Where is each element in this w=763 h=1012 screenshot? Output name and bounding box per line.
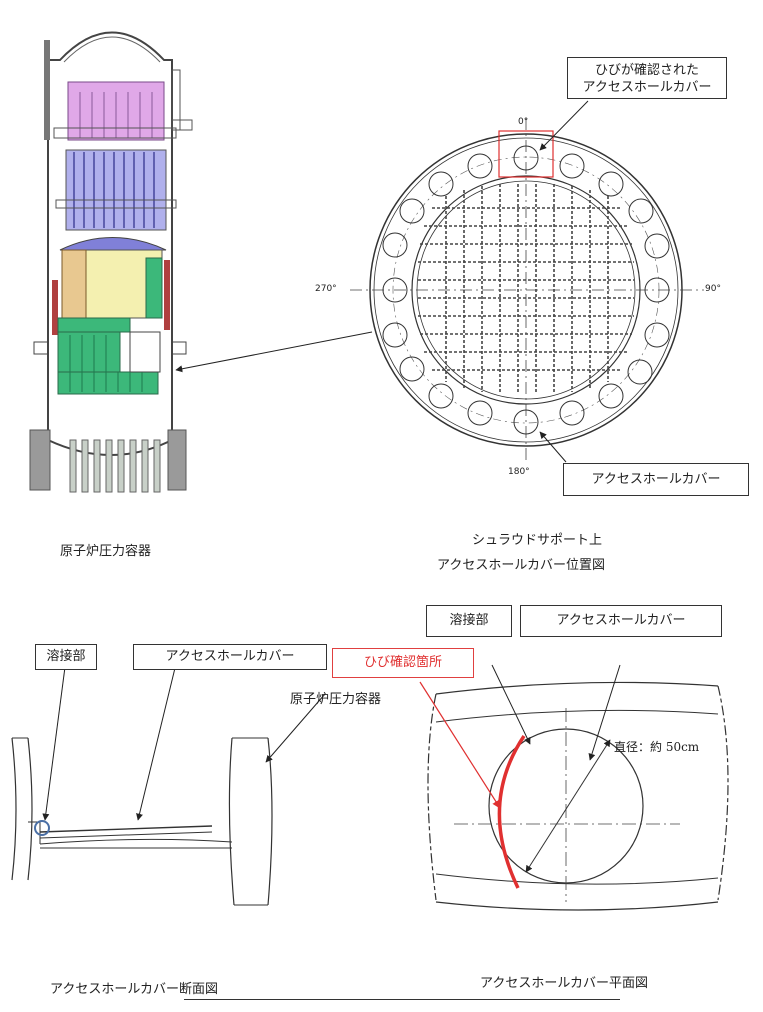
weld-label-left: 溶接部: [35, 644, 97, 670]
plan-caption-line2: アクセスホールカバー位置図: [437, 558, 605, 573]
angle-180-label: 180°: [508, 467, 530, 477]
plan-caption-line1: シュラウドサポート上: [472, 533, 603, 548]
access-hole-cover-label-left: アクセスホールカバー: [133, 644, 327, 670]
reactor-vessel-cutaway: [29, 31, 193, 493]
shroud-support-plan: [350, 118, 704, 462]
access-hole-ring: [382, 145, 670, 435]
weld-label-right: 溶接部: [426, 605, 512, 637]
crack-confirmed-cover-label: ひびが確認された アクセスホールカバー: [567, 57, 727, 99]
crack-cover-highlight: [498, 130, 554, 178]
weld-location-circle: [34, 820, 50, 836]
angle-270-label: 270°: [315, 284, 337, 294]
planview-caption: アクセスホールカバー平面図: [480, 976, 648, 991]
angle-90-label: 90°: [705, 284, 721, 294]
section-caption: アクセスホールカバー断面図: [50, 982, 218, 997]
rpv-caption: 原子炉圧力容器: [60, 544, 152, 559]
crack-arc: [497, 735, 526, 889]
core-support-grid: [418, 184, 634, 394]
crack-location-label: ひび確認箇所: [332, 648, 474, 678]
access-hole-cover-label-top: アクセスホールカバー: [563, 463, 749, 496]
vessel-to-plan-arrow: [175, 331, 373, 373]
diameter-note: 直径：約 50cm: [614, 740, 700, 754]
angle-0-label: 0°: [518, 117, 529, 127]
cover-plan-view: [427, 681, 729, 911]
cover-cross-section: [11, 737, 273, 906]
access-hole-cover-label-right: アクセスホールカバー: [520, 605, 722, 637]
rpv-label-mid: 原子炉圧力容器: [290, 692, 382, 707]
footer-rule: [184, 999, 620, 1000]
